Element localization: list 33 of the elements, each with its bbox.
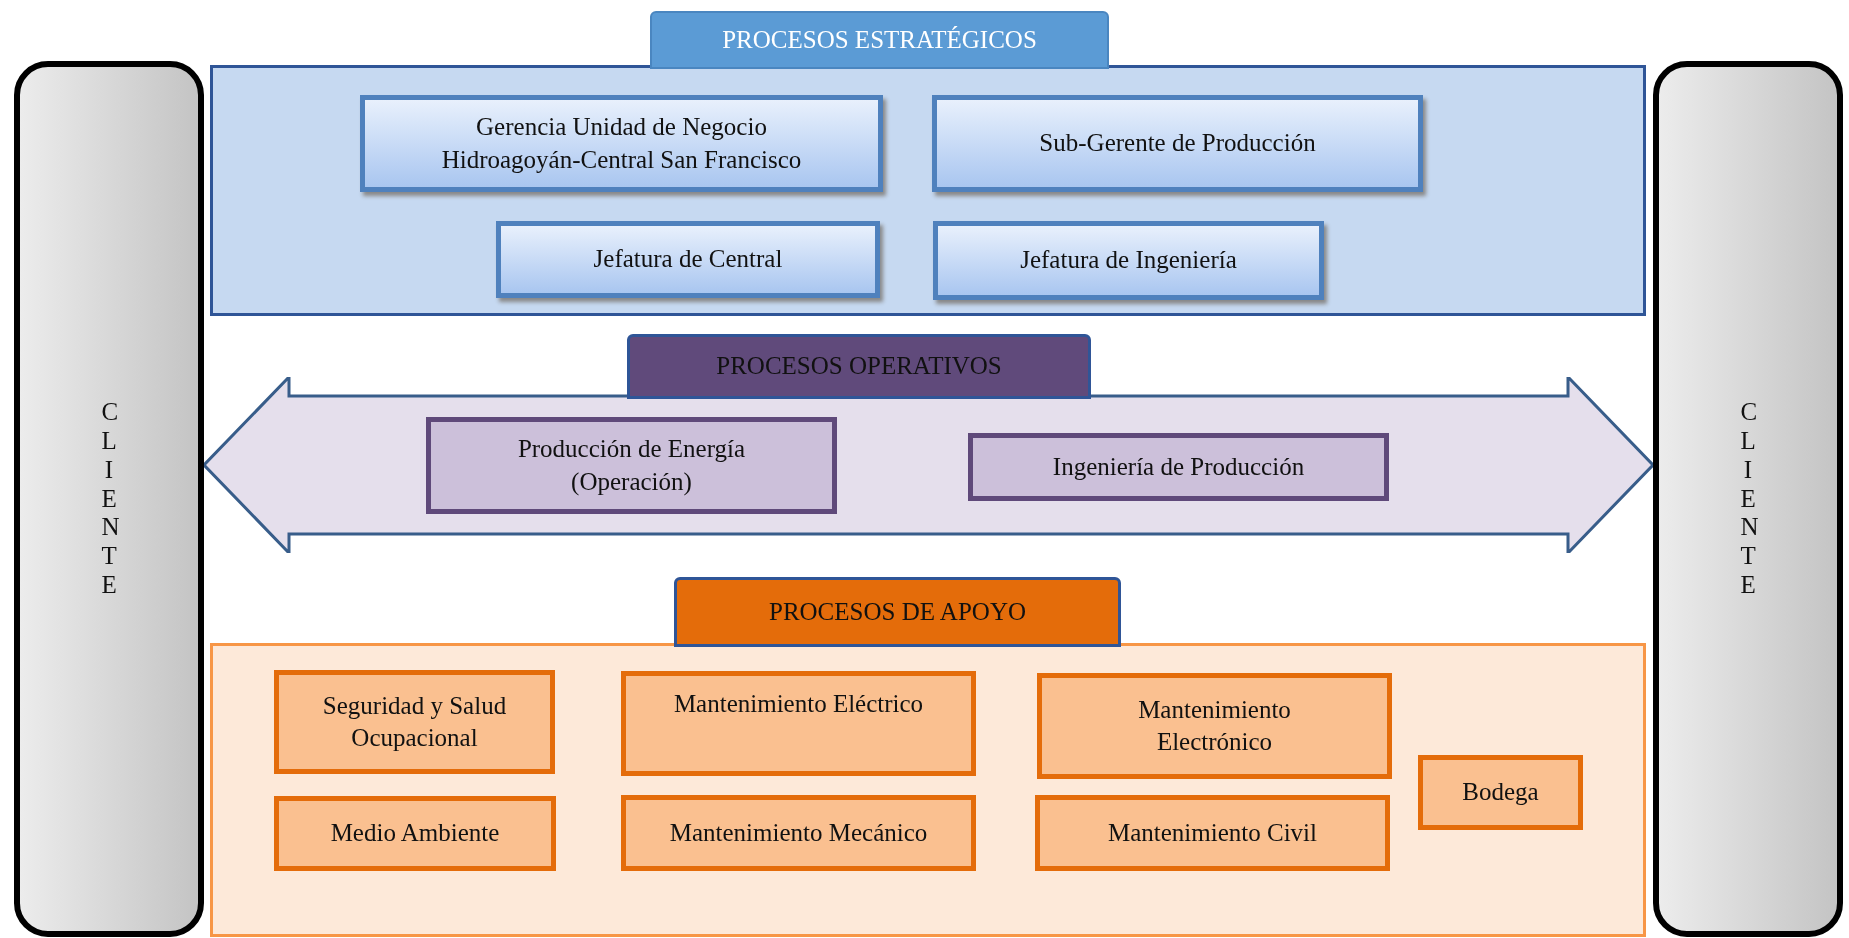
process-box	[496, 221, 880, 298]
box-label: Ingeniería de Producción	[1052, 451, 1305, 482]
section-heading: PROCESOS ESTRATÉGICOS	[650, 11, 1109, 69]
process-box	[621, 671, 976, 776]
process-box	[968, 433, 1389, 501]
process-box	[1035, 795, 1390, 871]
process-box	[274, 796, 556, 871]
box-label: Mantenimiento Electrónico	[1137, 694, 1292, 757]
box-label: Gerencia Unidad de Negocio Hidroagoyán-Central San Francisco	[440, 112, 803, 175]
box-label: Mantenimiento Eléctrico	[673, 689, 924, 719]
box-label: Producción de Energía (Operación)	[516, 434, 747, 498]
box-label: Bodega	[1462, 777, 1539, 808]
process-box	[274, 670, 555, 774]
box-label: CLIENTE	[101, 398, 117, 600]
section-heading: PROCESOS DE APOYO	[674, 577, 1121, 647]
box-label: Medio Ambiente	[330, 818, 500, 849]
client-bar	[14, 61, 204, 937]
process-box	[426, 417, 837, 514]
box-label: Jefatura de Central	[593, 244, 783, 275]
client-bar	[1653, 61, 1843, 937]
section-heading: PROCESOS OPERATIVOS	[627, 334, 1091, 399]
box-label: Jefatura de Ingeniería	[1020, 245, 1237, 276]
box-label: Seguridad y Salud Ocupacional	[321, 690, 508, 753]
process-box	[933, 221, 1324, 300]
process-box	[360, 95, 883, 192]
box-label: Mantenimiento Civil	[1108, 817, 1317, 848]
process-box	[621, 795, 976, 871]
box-label: CLIENTE	[1740, 398, 1756, 600]
process-box	[1418, 755, 1583, 830]
box-label: Mantenimiento Mecánico	[669, 817, 928, 848]
process-box	[932, 95, 1423, 192]
process-box	[1037, 673, 1392, 779]
box-label: Sub-Gerente de Producción	[1039, 128, 1316, 159]
